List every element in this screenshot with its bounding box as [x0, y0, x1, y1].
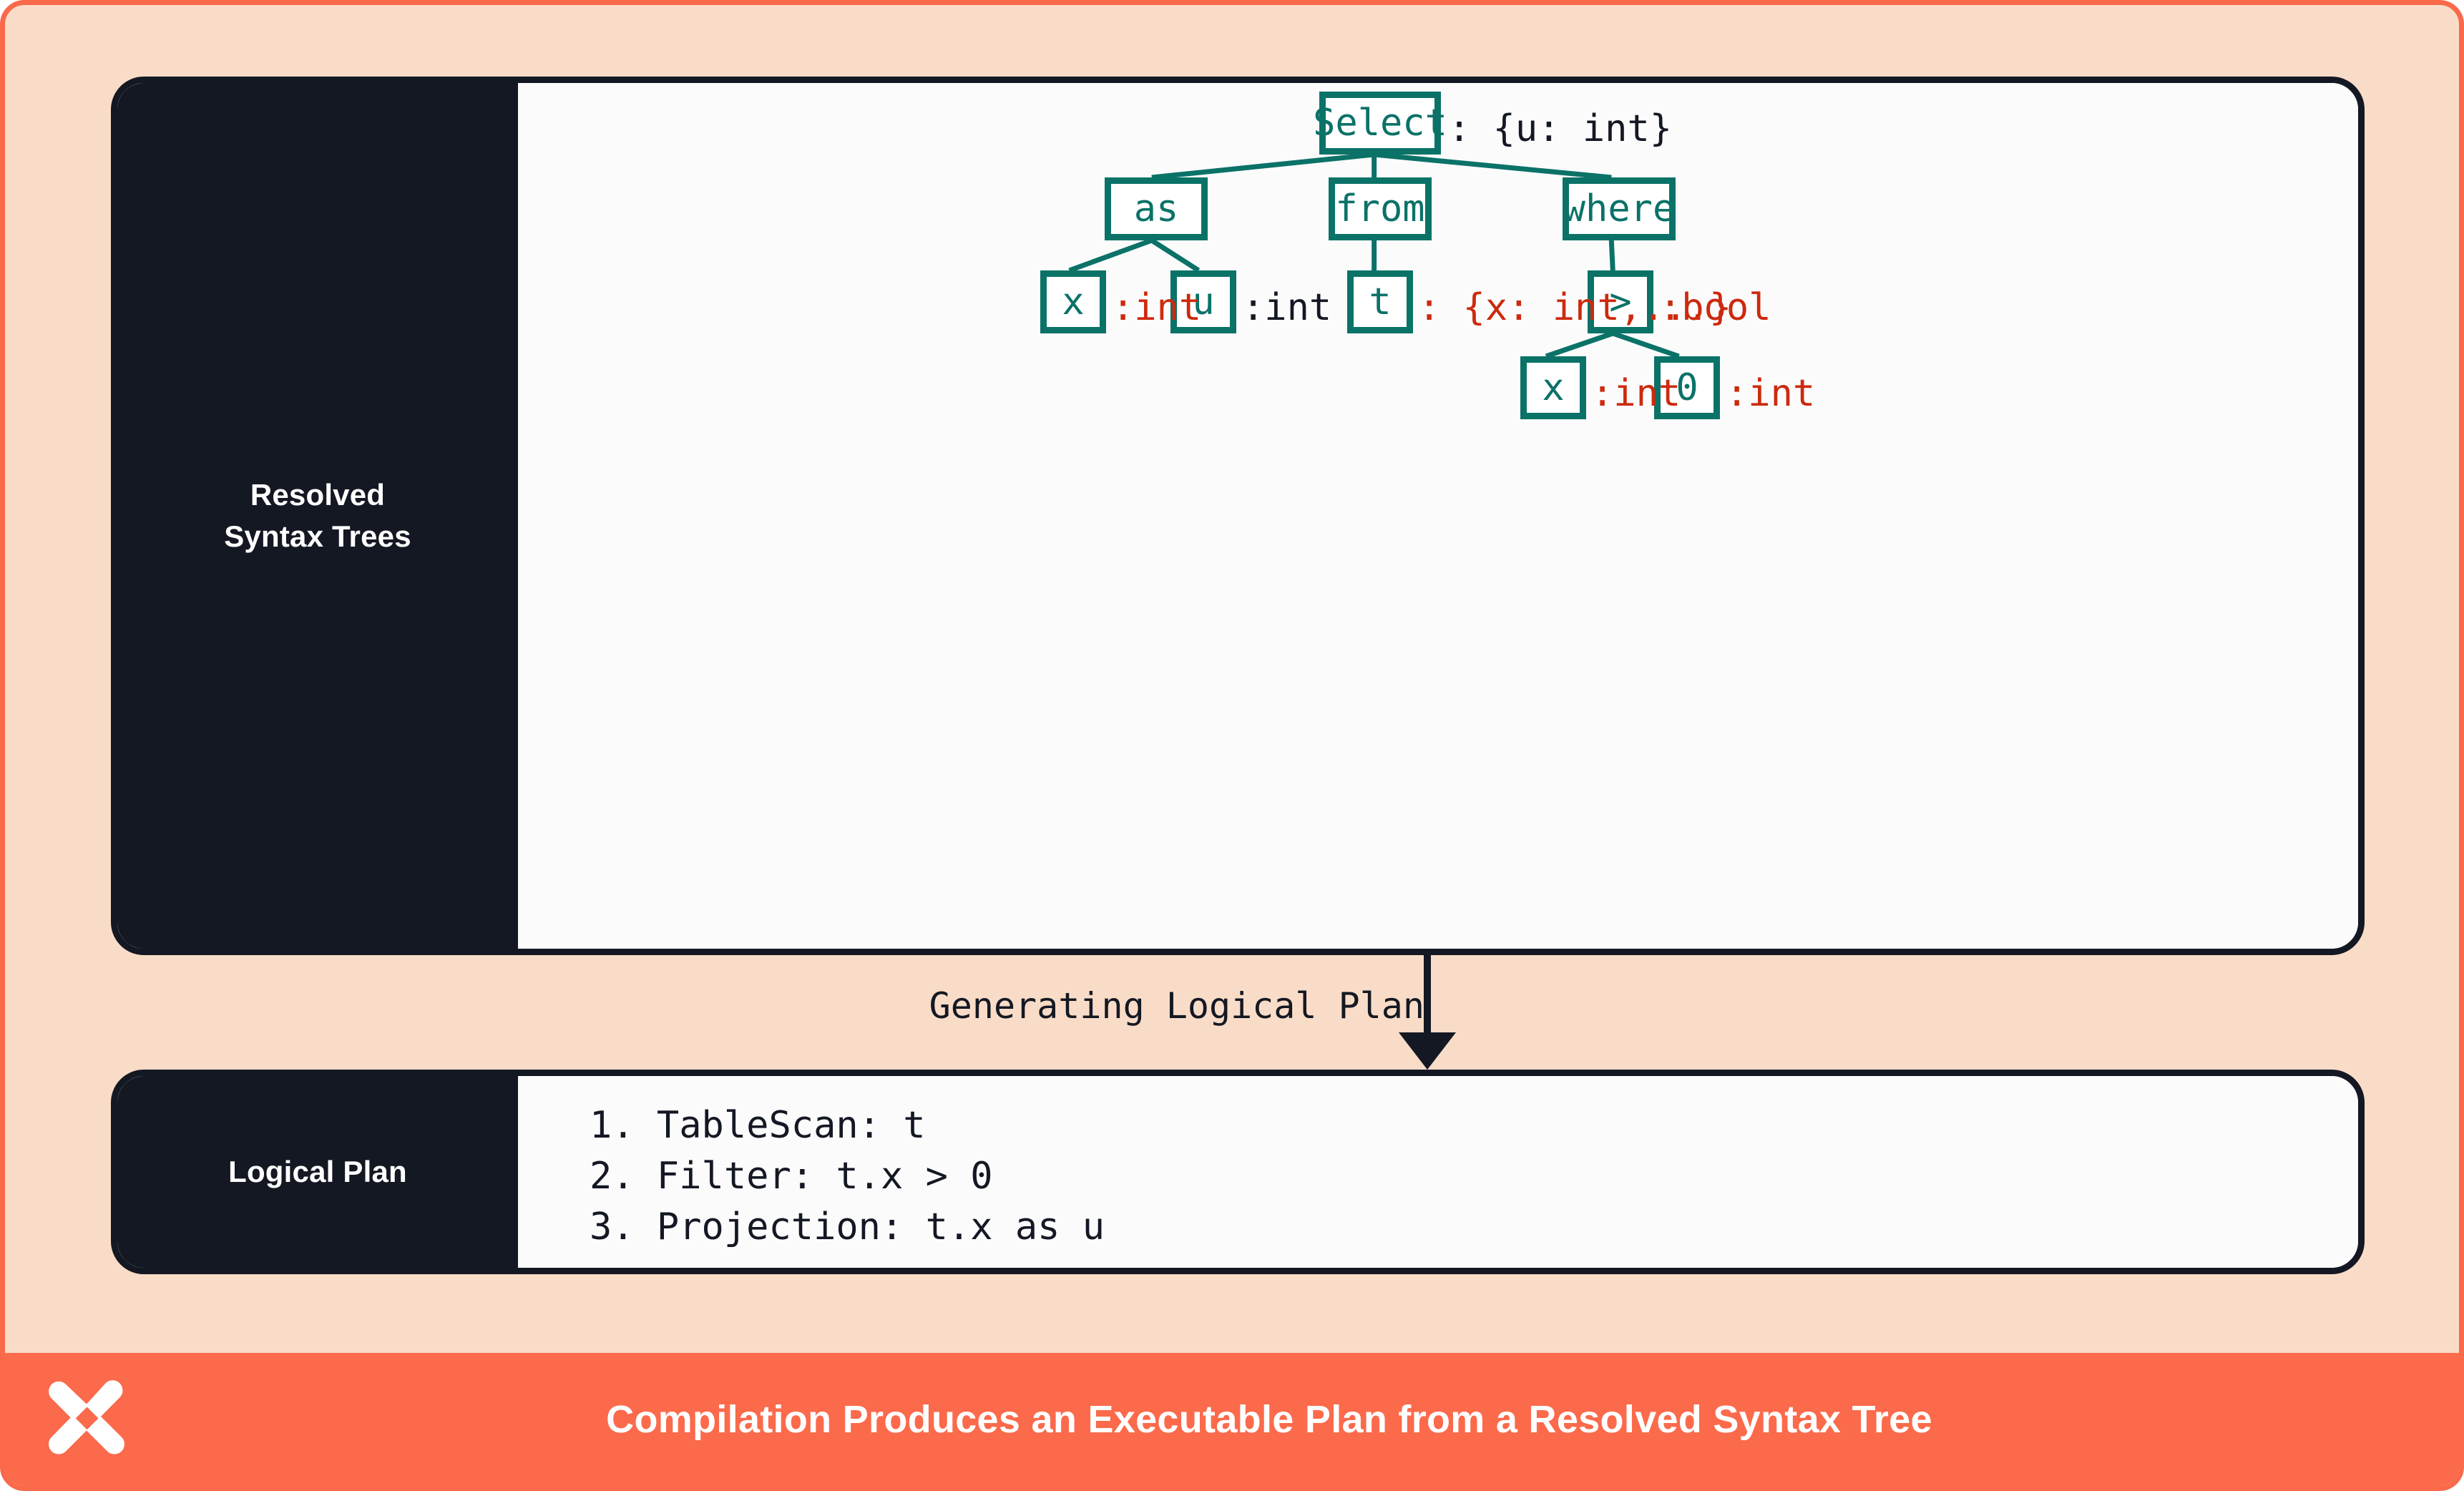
tree-node-gt-x[interactable]: x: [1520, 356, 1586, 419]
tree-node-as-u[interactable]: u: [1170, 270, 1236, 333]
transition-arrow-area: Generating Logical Plan: [5, 955, 2459, 1070]
tree-node-as[interactable]: as: [1105, 177, 1208, 240]
panel-title-resolved-syntax-trees: Resolved Syntax Trees: [224, 478, 411, 553]
down-arrow-icon: [1399, 955, 1456, 1070]
type-annotation-from-t-type: : {x: int,...}: [1418, 286, 1732, 329]
tree-node-where[interactable]: where: [1563, 177, 1676, 240]
tree-node-gt[interactable]: >: [1588, 270, 1653, 333]
type-annotation-as-u-type: :int: [1242, 286, 1332, 329]
panel-logical-plan: Logical Plan 1. TableScan: t 2. Filter: t…: [111, 1070, 2365, 1274]
tree-edge-select-to-as: [1151, 152, 1374, 180]
logical-plan-step: 1. TableScan: t: [590, 1104, 926, 1147]
tree-edges: [1068, 152, 1680, 359]
type-annotation-as-x-type: :int: [1112, 286, 1202, 329]
footer-banner: Compilation Produces an Executable Plan …: [5, 1353, 2459, 1486]
type-annotation-gt-x-type: :int: [1591, 372, 1681, 415]
tree-node-gt-0[interactable]: 0: [1654, 356, 1720, 419]
logical-plan-body: 1. TableScan: t 2. Filter: t.x > 0 3. Proj…: [518, 1076, 2358, 1268]
tree-edge-gt-to-gt-0: [1612, 331, 1680, 359]
type-annotation-gt-type: :bool: [1659, 286, 1771, 329]
tree-node-from[interactable]: from: [1329, 177, 1432, 240]
tree-edge-where-to-gt: [1608, 240, 1615, 271]
x-mark-logo-icon: [49, 1380, 124, 1455]
panel-sidebar-resolved-syntax-trees: Resolved Syntax Trees: [117, 83, 518, 949]
footer-title: Compilation Produces an Executable Plan …: [606, 1398, 1932, 1441]
type-annotation-gt-0-type: :int: [1726, 372, 1816, 415]
panel-sidebar-logical-plan: Logical Plan: [117, 1076, 518, 1268]
tree-edge-as-to-as-x: [1068, 238, 1153, 273]
tree-edge-select-to-where: [1374, 152, 1612, 180]
tree-node-from-t[interactable]: t: [1347, 270, 1413, 333]
tree-edge-as-to-as-u: [1150, 238, 1201, 273]
tree-node-as-x[interactable]: x: [1040, 270, 1106, 333]
tree-edge-gt-to-gt-x: [1545, 331, 1614, 359]
panel-title-logical-plan: Logical Plan: [228, 1155, 407, 1189]
logical-plan-steps: 1. TableScan: t 2. Filter: t.x > 0 3. Proj…: [590, 1100, 1105, 1253]
logical-plan-step: 3. Projection: t.x as u: [590, 1206, 1105, 1249]
logical-plan-step: 2. Filter: t.x > 0: [590, 1155, 993, 1198]
tree-node-select[interactable]: Select: [1313, 92, 1447, 155]
type-annotation-select-type: : {u: int}: [1448, 107, 1673, 150]
panel-resolved-syntax-trees: Resolved Syntax Trees Select as from where x…: [111, 77, 2365, 955]
transition-arrow-label: Generating Logical Plan: [929, 985, 1424, 1027]
